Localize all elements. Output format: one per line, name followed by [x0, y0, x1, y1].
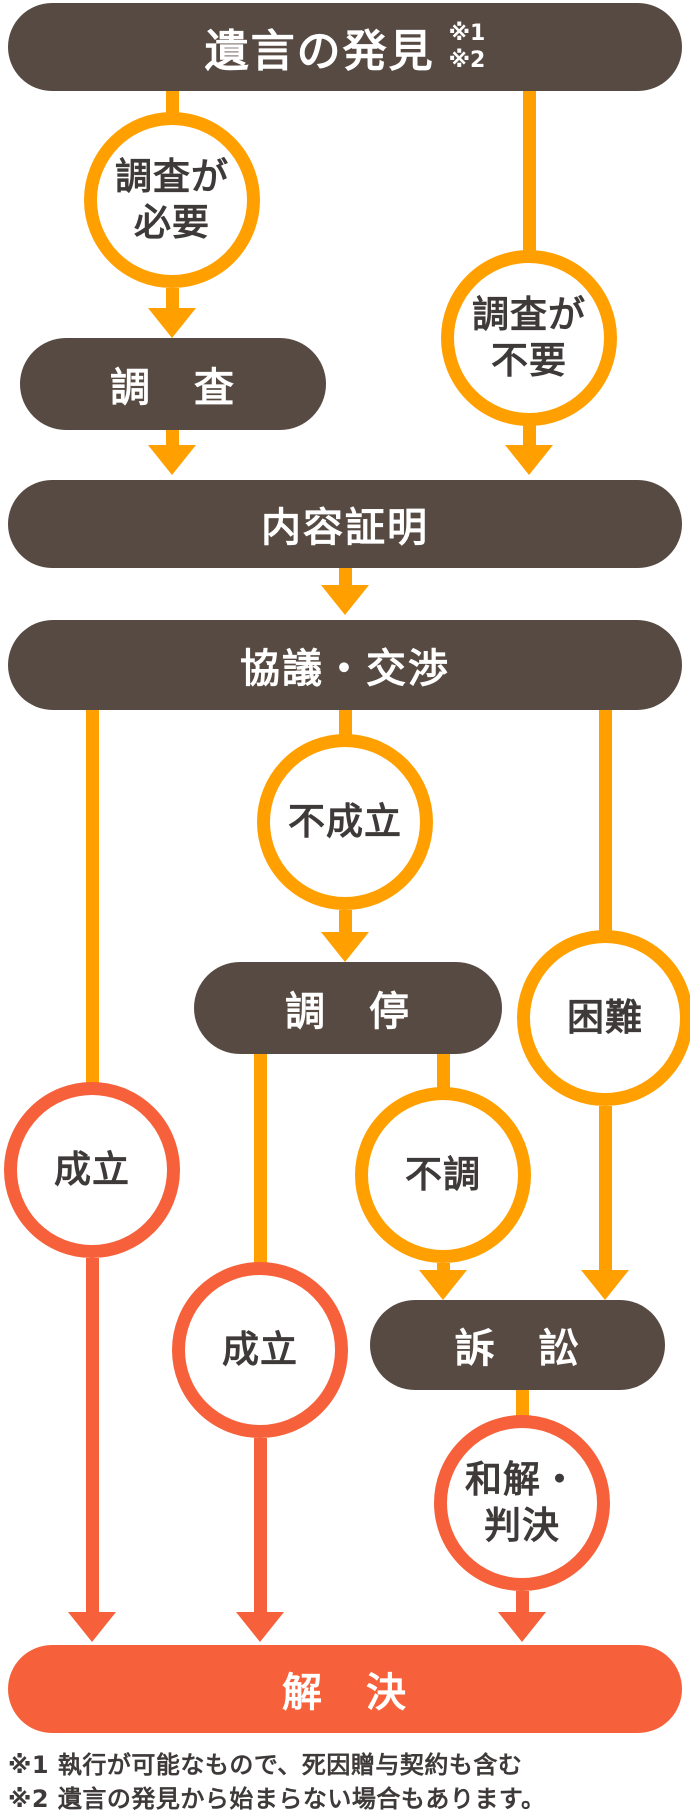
node-investigation: 調 査: [20, 338, 326, 430]
connector-kyougi-to-seiritsu-left: [86, 710, 99, 1086]
circle-not-settled: 不成立: [257, 734, 433, 910]
arrow-fuchou-to-soshou-icon: [419, 1270, 467, 1300]
node-lawsuit: 訴 訟: [370, 1300, 665, 1390]
investigation-unneeded-line1: 調査が: [472, 292, 586, 336]
settled-mid-label: 成立: [222, 1327, 298, 1371]
circle-investigation-unneeded: 調査が 不要: [441, 250, 617, 426]
node-will-discovery: 遺言の発見 ※1 ※2: [8, 3, 682, 91]
connector-soshou-to-wakai: [516, 1390, 529, 1418]
footnotes: ※1 執行が可能なもので、死因贈与契約も含む ※2 遺言の発見から始まらない場合…: [8, 1748, 546, 1816]
investigation-needed-line2: 必要: [134, 201, 210, 244]
connector-top-to-need: [166, 90, 179, 118]
footnote-2: ※2 遺言の発見から始まらない場合もあります。: [8, 1785, 546, 1813]
node-discussion-negotiation: 協議・交渉: [8, 620, 682, 710]
investigation-unneeded-line2: 不要: [491, 339, 567, 382]
circle-investigation-needed: 調査が 必要: [84, 112, 260, 288]
arrow-noneed-to-naiyou-icon: [505, 445, 553, 475]
circle-difficult: 困難: [517, 930, 690, 1106]
connector-choutei-to-fuchou: [437, 1054, 450, 1092]
connector-noneed-to-naiyou: [523, 424, 536, 448]
connector-kyougi-to-konnan: [599, 710, 612, 934]
connector-naiyou-to-kyougi: [339, 568, 352, 588]
node-resolution: 解 決: [8, 1645, 682, 1733]
note-ref-2: ※2: [448, 48, 486, 73]
settlement-judgment-line2: 判決: [484, 1504, 560, 1547]
connector-wakai-to-kaiketsu: [516, 1591, 529, 1614]
node-mediation: 調 停: [194, 962, 502, 1054]
circle-failed-mediation: 不調: [355, 1087, 531, 1263]
connector-kyougi-to-fuseiritsu: [339, 710, 352, 738]
arrow-fuseiritsu-to-choutei-icon: [321, 932, 369, 962]
node-certified-content: 内容証明: [8, 480, 682, 568]
footnote-1: ※1 執行が可能なもので、死因贈与契約も含む: [8, 1751, 523, 1779]
arrow-seiritsu-left-to-kaiketsu-icon: [68, 1612, 116, 1642]
investigation-needed-line1: 調査が: [115, 154, 229, 198]
arrow-need-to-chousa-icon: [148, 308, 196, 338]
circle-settled-mid: 成立: [172, 1262, 348, 1438]
circle-settled-left: 成立: [4, 1082, 180, 1258]
connector-top-to-noneed: [523, 90, 536, 256]
failed-mediation-label: 不調: [405, 1152, 481, 1196]
will-discovery-label: 遺言の発見: [204, 26, 435, 77]
connector-fuseiritsu-to-choutei: [339, 910, 352, 936]
settlement-judgment-line1: 和解・: [465, 1457, 579, 1501]
circle-settlement-judgment: 和解・ 判決: [434, 1415, 610, 1591]
will-discovery-notes: ※1 ※2: [449, 20, 486, 75]
connector-chousa-to-naiyou: [166, 430, 179, 448]
connector-choutei-to-seiritsu-mid: [254, 1054, 267, 1268]
connector-konnan-to-soshou: [599, 1106, 612, 1272]
connector-need-to-chousa: [166, 288, 179, 312]
arrow-wakai-to-kaiketsu-icon: [498, 1612, 546, 1642]
settled-left-label: 成立: [54, 1147, 130, 1191]
note-ref-1: ※1: [448, 20, 486, 46]
not-settled-label: 不成立: [288, 799, 402, 843]
connector-seiritsu-mid-to-kaiketsu: [254, 1438, 267, 1614]
arrow-naiyou-to-kyougi-icon: [321, 585, 369, 615]
arrow-seiritsu-mid-to-kaiketsu-icon: [236, 1612, 284, 1642]
connector-seiritsu-left-to-kaiketsu: [86, 1258, 99, 1614]
arrow-konnan-to-soshou-icon: [581, 1270, 629, 1300]
arrow-chousa-to-naiyou-icon: [148, 445, 196, 475]
difficult-label: 困難: [567, 995, 643, 1039]
